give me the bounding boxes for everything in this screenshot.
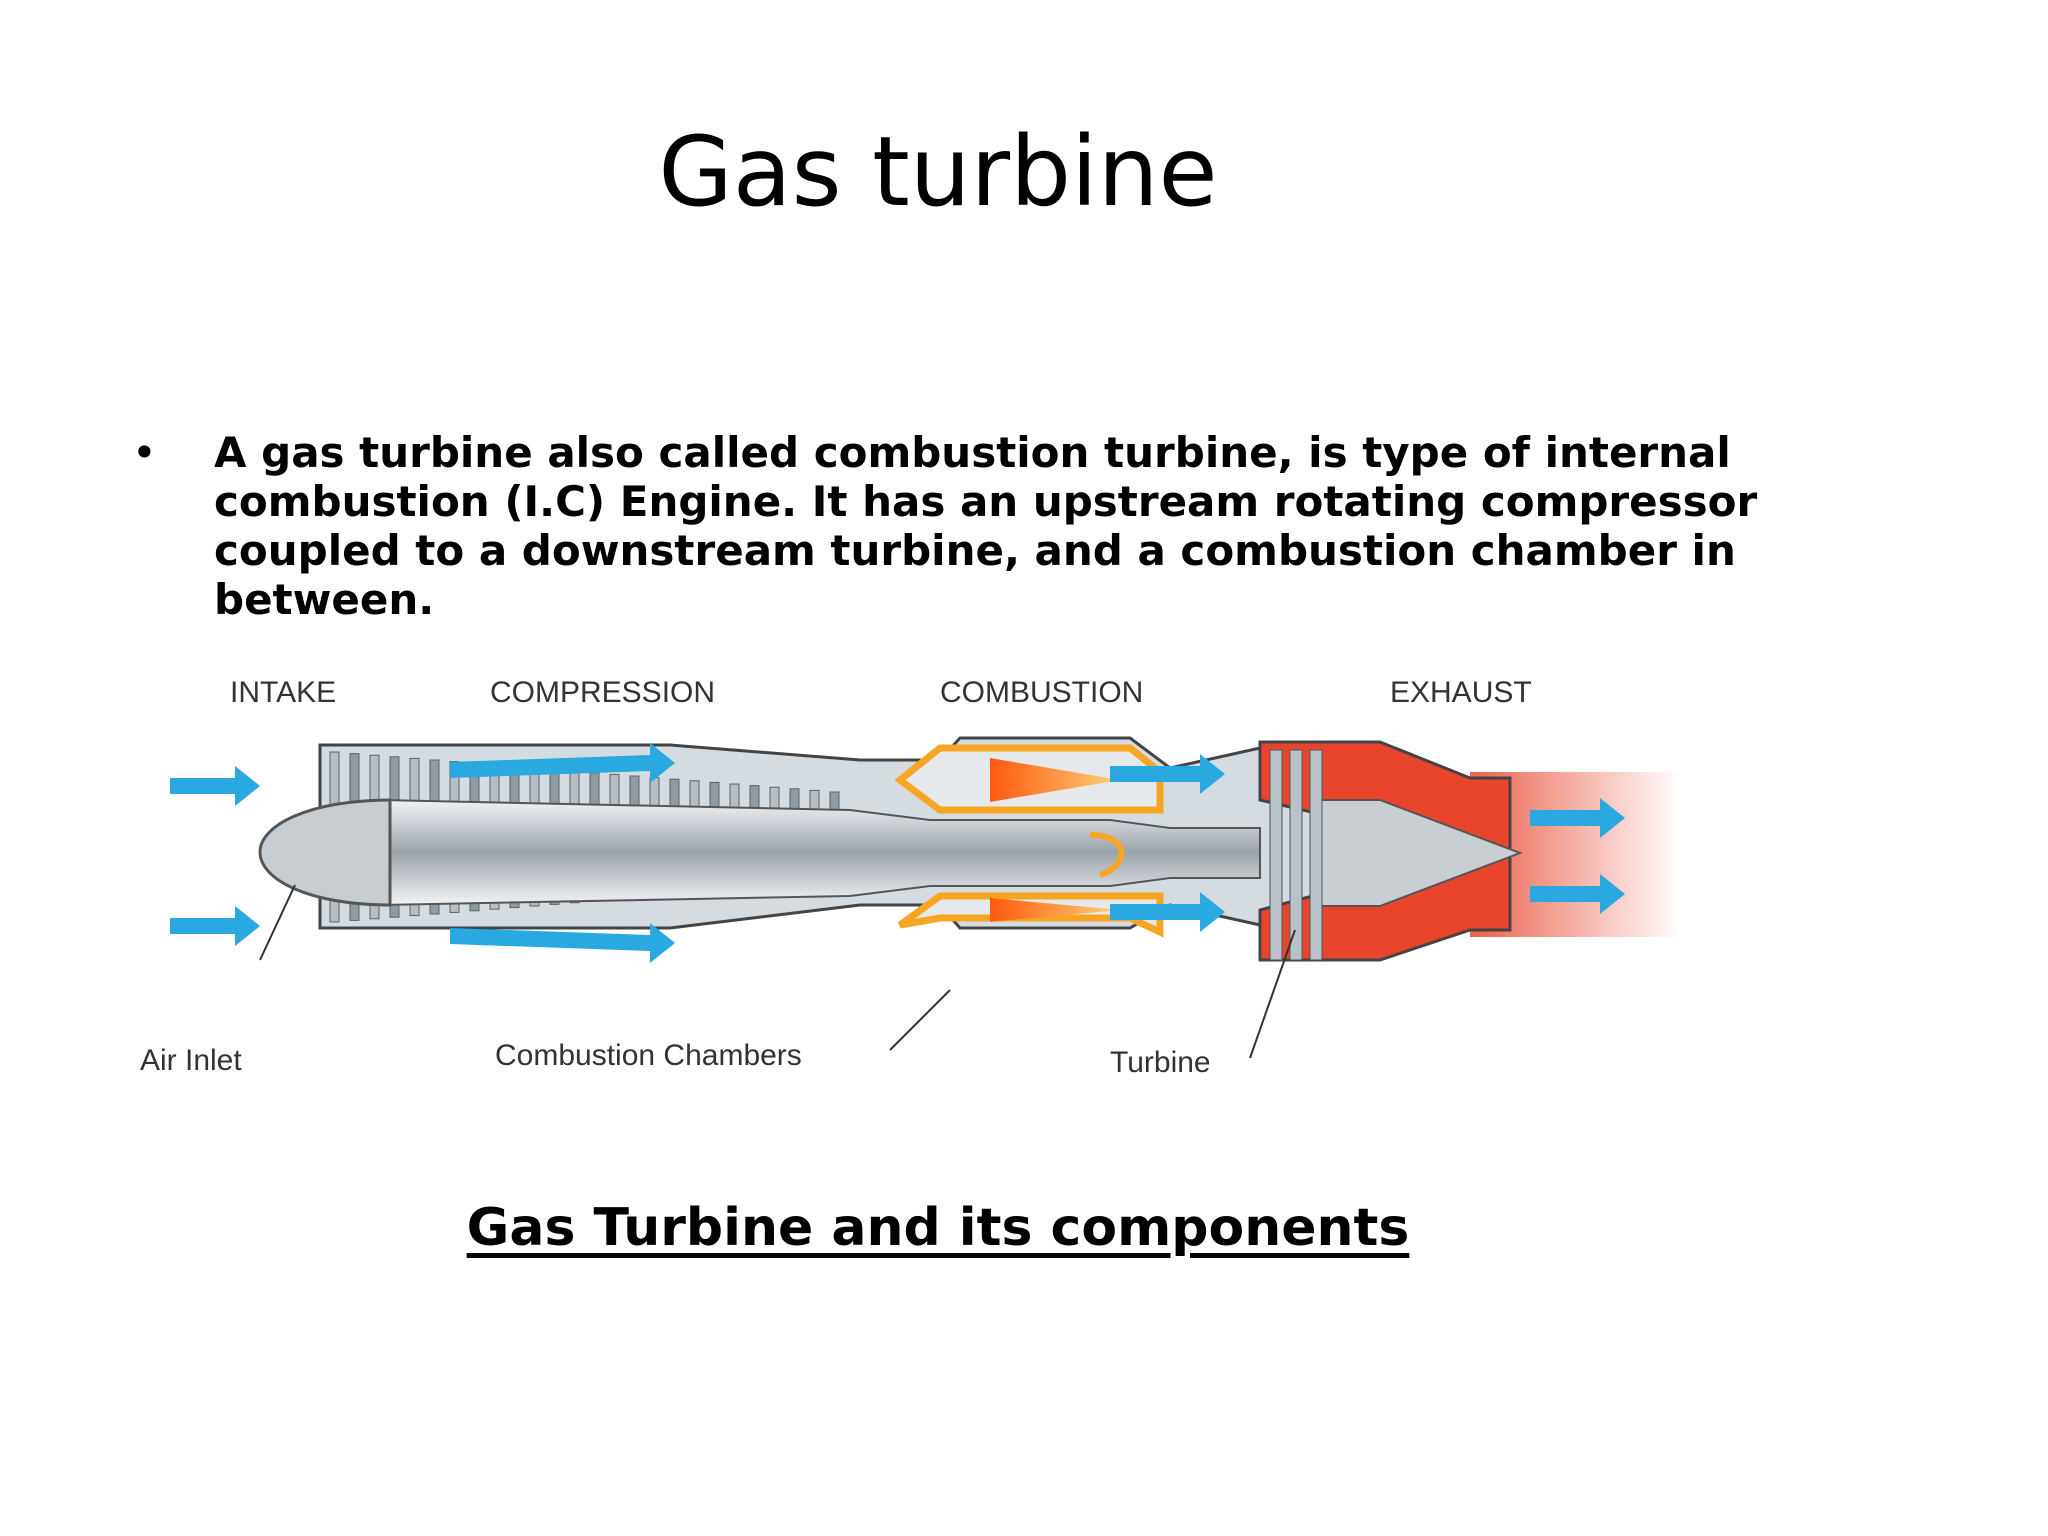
label-exhaust: EXHAUST: [1390, 676, 1532, 709]
rotation-arrow-icon: [1089, 832, 1125, 878]
arrow-intake-top-icon: [170, 766, 260, 806]
callout-turbine: Turbine: [1110, 1046, 1211, 1079]
arrow-exhaust-bottom-icon: [1530, 874, 1625, 914]
label-compression: COMPRESSION: [490, 676, 715, 709]
slide-title: Gas turbine: [658, 116, 1218, 228]
arrow-exhaust-top-icon: [1530, 798, 1625, 838]
callout-combustion-chambers: Combustion Chambers: [495, 1039, 802, 1072]
arrow-comp-top-icon: [450, 743, 675, 783]
arrow-comb-top-icon: [1110, 754, 1225, 794]
label-intake: INTAKE: [230, 676, 336, 709]
label-combustion: COMBUSTION: [940, 676, 1143, 709]
callout-air-inlet: Air Inlet: [140, 1044, 242, 1077]
arrow-comb-bottom-icon: [1110, 892, 1225, 932]
diagram-caption: Gas Turbine and its components: [466, 1198, 1410, 1258]
gas-turbine-illustration: INTAKE COMPRESSION COMBUSTION EXHAUST: [140, 676, 1680, 1079]
flame-top: [990, 758, 1120, 802]
turbine-blades: [1269, 749, 1323, 961]
nose-cone: [258, 798, 392, 907]
flame-bottom: [990, 898, 1120, 922]
airflow-arrows: [170, 743, 1625, 963]
engine-core: [379, 798, 1261, 907]
callout-line-combustion-chambers: [889, 989, 951, 1051]
bullet-text: A gas turbine also called combustion tur…: [214, 428, 1758, 624]
arrow-comp-bottom-icon: [450, 923, 675, 963]
arrow-intake-bottom-icon: [170, 906, 260, 946]
callout-line-air-inlet: [259, 884, 296, 961]
gas-turbine-diagram: INTAKE COMPRESSION COMBUSTION EXHAUST: [130, 660, 1710, 1100]
bullet-marker: •: [132, 428, 157, 477]
callout-line-turbine: [1249, 929, 1296, 1059]
